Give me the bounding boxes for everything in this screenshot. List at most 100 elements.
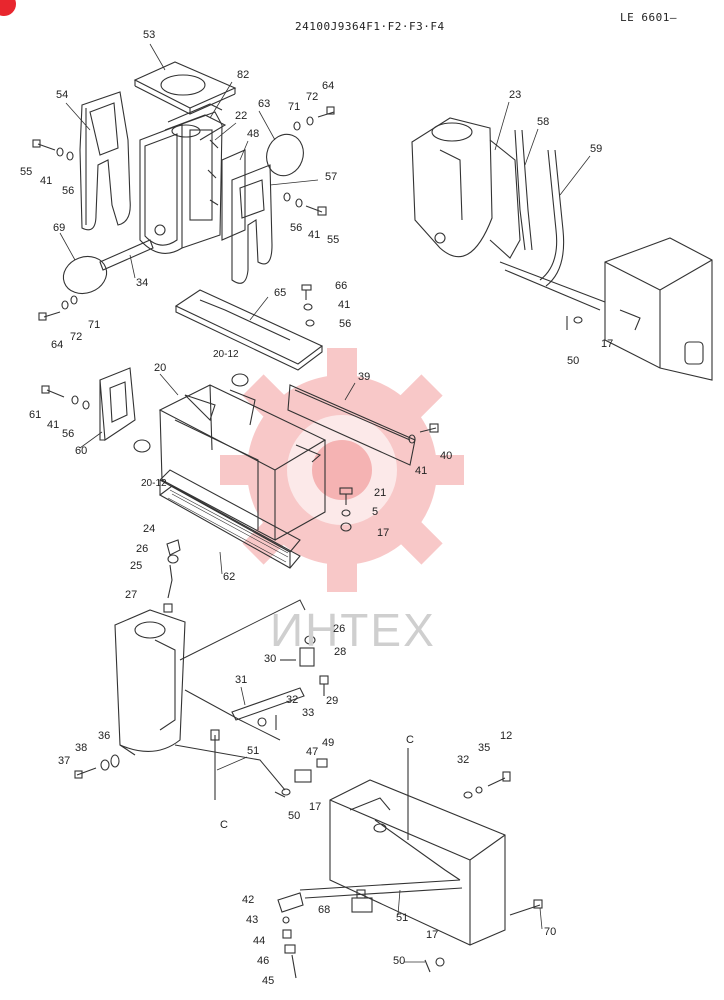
part-callout-c42: 42 [242,894,255,906]
part-callout-c39: 39 [358,371,371,383]
part-callout-c48: 48 [247,128,260,140]
part-callout-c44: 44 [253,935,266,947]
part-34-rod [99,239,154,271]
lower-right-housing [329,779,506,946]
part-69-disk [62,255,108,295]
watermark-text: ИНТЕХ [270,604,436,656]
part-callout-c12: 12 [500,730,513,742]
part-callout-c56b: 56 [290,222,303,234]
part-callout-c20: 20 [154,362,167,374]
part-callout-c32a: 32 [286,694,299,706]
part-48-plate [221,149,246,241]
part-callout-c50b: 50 [393,955,406,967]
fastener-group-64-72-71-lower [38,295,78,321]
part-callout-c71a: 71 [288,101,301,113]
part-callout-c69: 69 [53,222,66,234]
part-58-rod [514,129,533,251]
part-callout-cCb: C [406,734,414,746]
part-callout-c64b: 64 [51,339,64,351]
fastener-group-55-41-56 [32,139,74,161]
part-callout-c20-12a: 20-12 [213,349,239,360]
part-callout-c70: 70 [544,926,557,938]
part-callout-c41b: 41 [308,229,321,241]
part-callout-c71b: 71 [88,319,101,331]
part-20-12-bushing-bottom [133,439,151,453]
part-callout-c43: 43 [246,914,259,926]
part-callout-c68: 68 [318,904,331,916]
part-callout-c36: 36 [98,730,111,742]
part-20-frame-box [158,384,327,541]
fastener-group-37-38-36 [74,754,120,779]
part-callout-c41a: 41 [40,175,53,187]
lower-housing-link [174,599,306,791]
fastener-group-47-49 [294,758,328,783]
part-callout-c17a: 17 [377,527,390,539]
part-number-header: 24100J9364F1·F2·F3·F4 [295,20,445,33]
part-callout-c20-12b: 20-12 [141,478,167,489]
part-60-bracket [99,367,136,441]
part-65-plate [174,289,324,371]
fastener-group-64-72-71 [293,106,335,131]
part-31-lever [231,687,305,730]
fastener-group-40-41 [408,423,439,444]
part-callout-c33: 33 [302,707,315,719]
part-54-left-bracket [79,91,131,231]
part-callout-c56a: 56 [62,185,75,197]
part-callout-c25: 25 [130,560,143,572]
part-callout-c49: 49 [322,737,335,749]
part-51-rod-upper [210,729,220,800]
upper-right-linkage [499,261,606,311]
fastener-group-61-41-56 [41,385,90,410]
part-callout-c37: 37 [58,755,71,767]
leader-lines [59,43,591,963]
part-callout-c53: 53 [143,29,156,41]
part-callout-c50a: 50 [288,810,301,822]
part-20-12-bushing-top [231,373,249,387]
part-callout-c41e: 41 [415,465,428,477]
part-callout-c55a: 55 [20,166,33,178]
part-callout-c17b: 17 [309,801,322,813]
part-callout-c27: 27 [125,589,138,601]
fastener-group-50-17-lower [424,957,445,973]
right-cabinet [604,237,713,381]
fastener-group-56-41-55 [283,192,327,216]
part-callout-c82: 82 [237,69,250,81]
part-callout-c72a: 72 [306,91,319,103]
part-callout-c46: 46 [257,955,270,967]
part-callout-c23: 23 [509,89,522,101]
main-housing-assembly [139,103,227,254]
part-callout-c26a: 26 [136,543,149,555]
fastener-group-50-17-upper [566,316,583,330]
fastener-group-70 [509,899,543,916]
part-callout-c29: 29 [326,695,339,707]
part-57-right-bracket [231,164,273,284]
part-callout-c57: 57 [325,171,338,183]
part-callout-c32b: 32 [457,754,470,766]
part-callout-c64a: 64 [322,80,335,92]
part-callout-c26b: 26 [333,623,346,635]
fastener-group-32-35-12 [463,771,511,799]
part-callout-c45: 45 [262,975,275,987]
part-callout-c41c: 41 [338,299,351,311]
upper-right-assembly [411,117,521,259]
part-callout-c47: 47 [306,746,319,758]
part-68-valve [351,889,373,913]
part-callout-c54: 54 [56,89,69,101]
part-callout-c59: 59 [590,143,603,155]
part-63-cover [266,133,304,177]
part-callout-c17d: 17 [601,338,614,350]
part-callout-c62: 62 [223,571,236,583]
part-callout-c35: 35 [478,742,491,754]
part-callout-c72b: 72 [70,331,83,343]
part-callout-c30: 30 [264,653,277,665]
part-callout-c22: 22 [235,110,248,122]
corner-badge [0,0,16,16]
part-callout-c28: 28 [334,646,347,658]
part-callout-c38: 38 [75,742,88,754]
watermark-gear-logo [220,348,464,592]
fastener-group-24-26-25-27 [163,539,181,613]
part-callout-c50c: 50 [567,355,580,367]
part-callout-c60: 60 [75,445,88,457]
